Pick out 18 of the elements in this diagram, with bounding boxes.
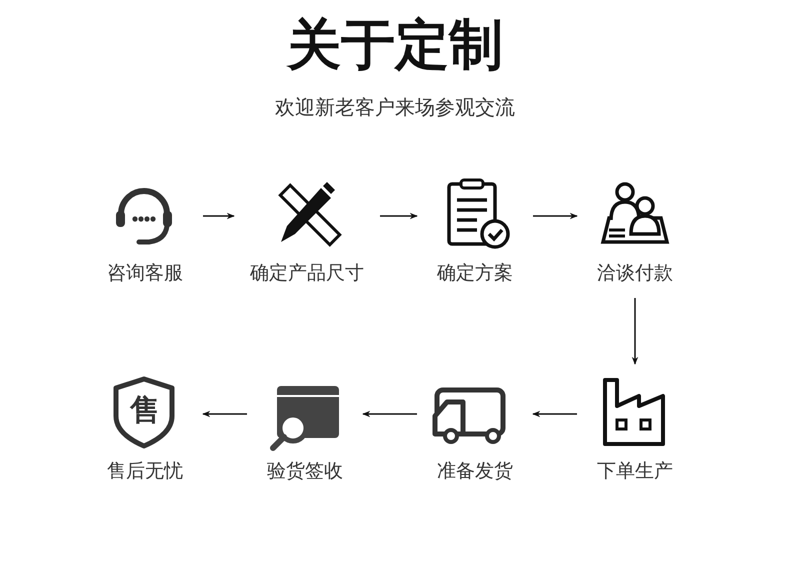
subtitle: 欢迎新老客户来场参观交流 — [275, 94, 515, 121]
arrow — [532, 410, 577, 418]
arrow — [362, 410, 417, 418]
step-label: 咨询客服 — [107, 261, 183, 286]
step-label: 确定产品尺寸 — [250, 261, 364, 286]
step-label: 下单生产 — [597, 459, 673, 484]
arrow — [203, 212, 235, 220]
step-label: 洽谈付款 — [597, 261, 673, 286]
step-label: 确定方案 — [437, 261, 513, 286]
arrow — [202, 410, 247, 418]
arrow — [632, 298, 638, 365]
shield-character: 售 — [130, 394, 160, 428]
arrow — [380, 212, 418, 220]
step-label: 售后无忧 — [107, 459, 183, 484]
step-label: 验货签收 — [267, 459, 343, 484]
step-label: 准备发货 — [437, 459, 513, 484]
arrow — [533, 212, 578, 220]
title: 关于定制 — [287, 12, 503, 78]
